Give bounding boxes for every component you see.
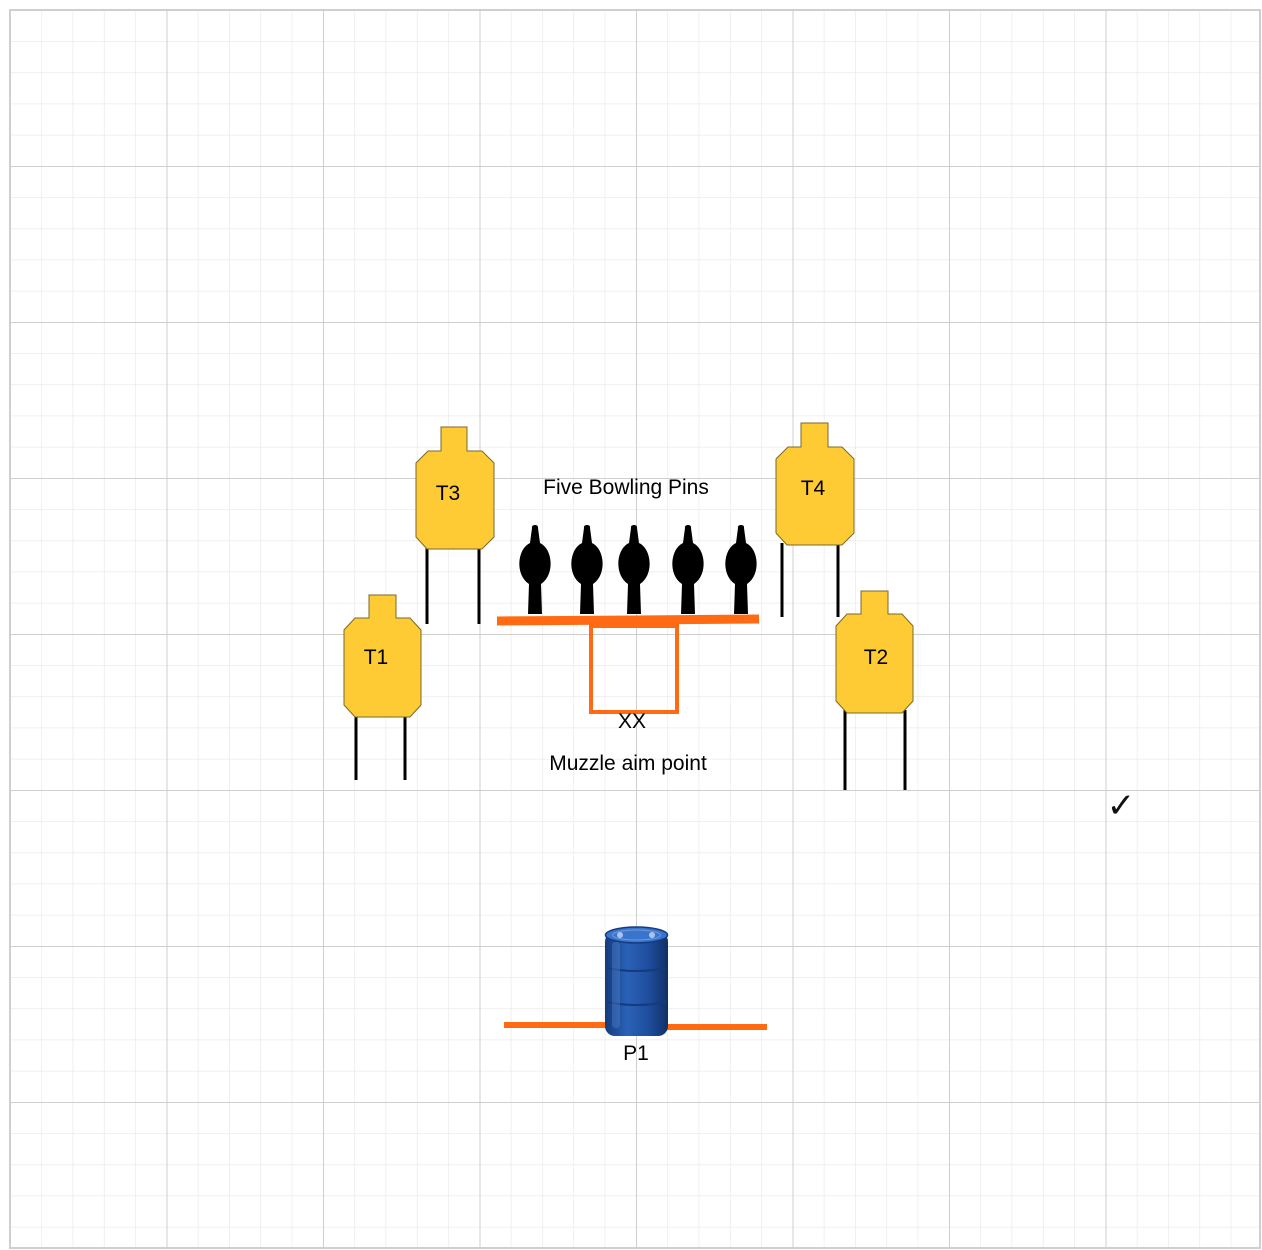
check-mark-icon: ✓	[1107, 786, 1136, 826]
bowling-pin-icon	[618, 525, 650, 614]
bowling-pin-icon	[571, 525, 603, 614]
muzzle-aim-caption: Muzzle aim point	[549, 752, 707, 775]
target-t3-label: T3	[436, 482, 461, 505]
bowling-pins-group	[519, 525, 757, 614]
target-t1-label: T1	[364, 646, 389, 669]
target-t2: T2	[835, 590, 914, 790]
barrel-icon	[604, 926, 669, 1036]
pin-table-line	[496, 614, 760, 626]
barrel-p1-label: P1	[623, 1042, 649, 1065]
muzzle-aim-box	[589, 624, 679, 714]
target-t3: T3	[415, 426, 495, 624]
bowling-pin-icon	[519, 525, 551, 614]
bowling-pin-icon	[725, 525, 757, 614]
target-t1: T1	[343, 594, 422, 780]
target-t4-label: T4	[801, 477, 826, 500]
grid-background	[9, 9, 1261, 1249]
target-t4: T4	[775, 422, 855, 617]
bowling-pins-label: Five Bowling Pins	[543, 476, 709, 499]
bowling-pin-icon	[672, 525, 704, 614]
aim-box-label: XX	[618, 710, 646, 733]
target-t2-label: T2	[864, 646, 889, 669]
